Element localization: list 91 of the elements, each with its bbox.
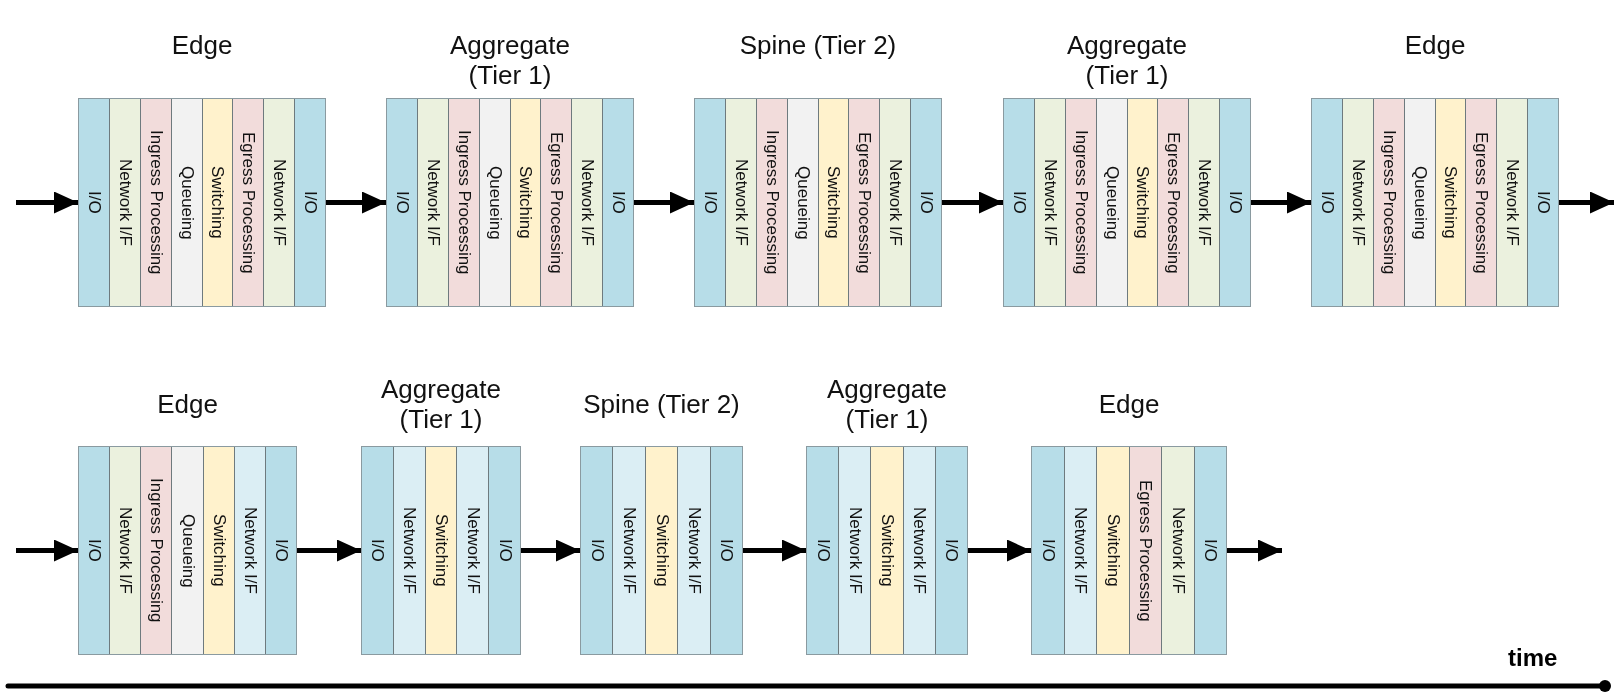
pipeline-stage: Switching [202, 99, 234, 306]
arrow [942, 191, 1003, 214]
pipeline-stage: Switching [1127, 99, 1159, 306]
pipeline-stage: I/O [807, 447, 840, 654]
pipeline-stage: Network I/F [1189, 99, 1221, 306]
pipeline-stage: I/O [603, 99, 633, 306]
arrow [634, 191, 694, 214]
switch-title: Edge [1404, 30, 1466, 60]
pipeline-stage: Ingress Processing [448, 99, 480, 306]
pipeline-stage: I/O [265, 447, 296, 654]
arrow [1559, 191, 1614, 214]
pipeline-stage: Ingress Processing [140, 99, 172, 306]
pipeline-stage: I/O [695, 99, 726, 306]
pipeline-stage: Egress Processing [1466, 99, 1498, 306]
pipeline-stage: Switching [818, 99, 850, 306]
switch-title: Aggregate (Tier 1) [1066, 30, 1188, 90]
pipeline-stage: I/O [295, 99, 325, 306]
arrow [521, 539, 580, 562]
axis-label: time [1508, 644, 1558, 672]
pipeline-stage: Ingress Processing [1065, 99, 1097, 306]
pipeline-stage: Network I/F [1497, 99, 1529, 306]
arrow [968, 539, 1031, 562]
pipeline-stage: Network I/F [613, 447, 646, 654]
pipeline-stage: Network I/F [457, 447, 490, 654]
pipeline-stage: Switching [510, 99, 542, 306]
pipeline-stage: I/O [79, 447, 111, 654]
arrow [1227, 539, 1282, 562]
pipeline-stage: Queueing [787, 99, 819, 306]
pipeline-stage: Switching [425, 447, 458, 654]
pipeline-stage: I/O [1528, 99, 1558, 306]
pipeline-stage: Network I/F [1034, 99, 1066, 306]
pipeline-stage: Network I/F [880, 99, 912, 306]
arrow [1251, 191, 1311, 214]
pipeline-stage: Queueing [171, 99, 203, 306]
pipeline-stage: I/O [1004, 99, 1035, 306]
pipeline-stage: Egress Processing [233, 99, 265, 306]
arrow [16, 191, 78, 214]
pipeline-stage: Network I/F [903, 447, 936, 654]
pipeline-stage: Ingress Processing [756, 99, 788, 306]
pipeline-stage: I/O [1032, 447, 1065, 654]
pipeline-stage: Switching [1097, 447, 1130, 654]
pipeline-stage: Switching [645, 447, 679, 654]
pipeline-stage: Network I/F [109, 99, 141, 306]
pipeline-stage: Network I/F [393, 447, 426, 654]
pipeline-stage: Network I/F [839, 447, 872, 654]
pipeline-stage: I/O [1312, 99, 1343, 306]
pipeline-stage: Ingress Processing [1373, 99, 1405, 306]
pipeline-stage: Queueing [479, 99, 511, 306]
pipeline-stage: Network I/F [234, 447, 266, 654]
pipeline-stage: I/O [489, 447, 520, 654]
pipeline-stage: Switching [871, 447, 904, 654]
switch-title: Edge [157, 389, 218, 419]
switch-title: Aggregate (Tier 1) [380, 374, 502, 434]
pipeline-stage: Network I/F [572, 99, 604, 306]
pipeline-stage: Egress Processing [849, 99, 881, 306]
pipeline-stage: Switching [1435, 99, 1467, 306]
arrow [743, 539, 806, 562]
switch-title: Spine (Tier 2) [739, 30, 897, 60]
arrow [326, 191, 386, 214]
arrow [297, 539, 361, 562]
pipeline-stage: Network I/F [417, 99, 449, 306]
pipeline-stage: Egress Processing [1129, 447, 1162, 654]
pipeline-stage: Network I/F [1162, 447, 1195, 654]
pipeline-stage: Egress Processing [1158, 99, 1190, 306]
pipeline-stage: Network I/F [264, 99, 296, 306]
pipeline-stage: I/O [1194, 447, 1226, 654]
switch-title: Aggregate (Tier 1) [449, 30, 571, 90]
pipeline-stage: Queueing [1096, 99, 1128, 306]
pipeline-stage: I/O [911, 99, 941, 306]
switch-title: Edge [171, 30, 233, 60]
switch-title: Spine (Tier 2) [583, 389, 740, 419]
pipeline-stage: I/O [1220, 99, 1250, 306]
pipeline-stage: Ingress Processing [141, 447, 173, 654]
pipeline-stage: Network I/F [1064, 447, 1097, 654]
switch-title: Edge [1098, 389, 1160, 419]
pipeline-stage: I/O [387, 99, 418, 306]
pipeline-stage: Queueing [172, 447, 204, 654]
arrow [16, 539, 78, 562]
pipeline-stage: Queueing [1404, 99, 1436, 306]
pipeline-stage: Network I/F [678, 447, 711, 654]
pipeline-stage: Egress Processing [541, 99, 573, 306]
pipeline-stage: I/O [935, 447, 967, 654]
pipeline-stage: I/O [581, 447, 614, 654]
pipeline-stage: Network I/F [1342, 99, 1374, 306]
switch-title: Aggregate (Tier 1) [826, 374, 948, 434]
pipeline-stage: I/O [710, 447, 743, 654]
pipeline-stage: Network I/F [110, 447, 142, 654]
pipeline-stage: I/O [79, 99, 110, 306]
pipeline-stage: Switching [203, 447, 235, 654]
pipeline-stage: I/O [362, 447, 394, 654]
pipeline-stage: Network I/F [725, 99, 757, 306]
